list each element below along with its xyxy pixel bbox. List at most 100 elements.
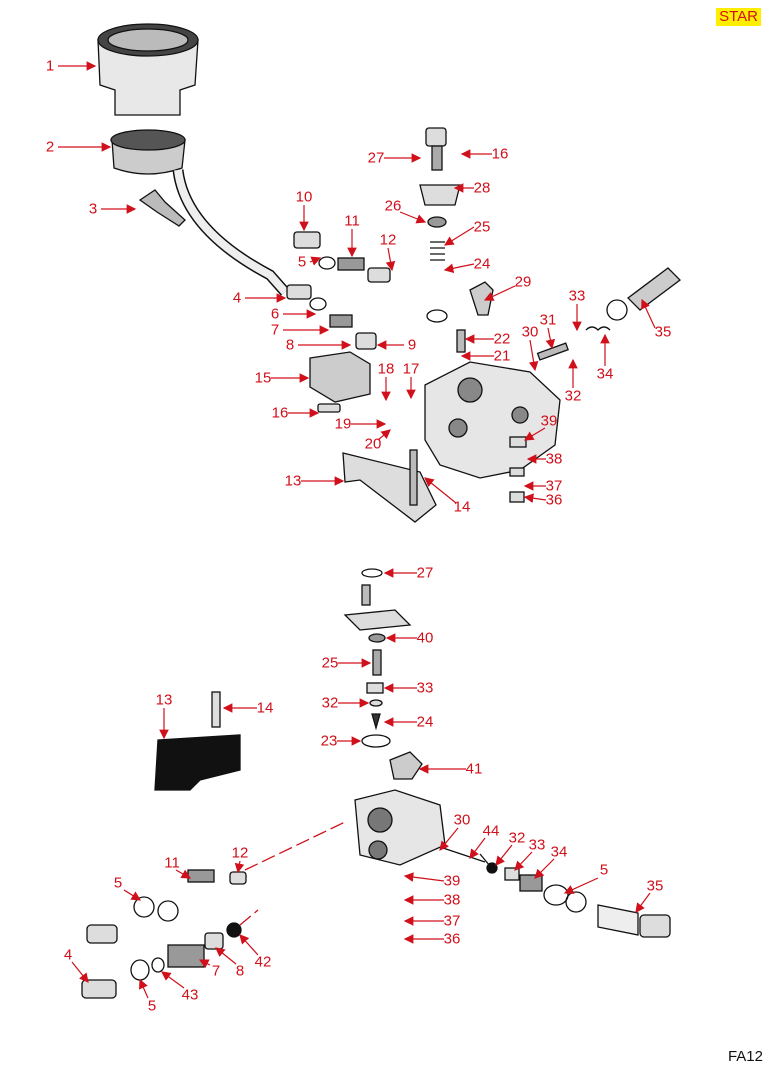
- callout-bottom-10: 30: [453, 811, 471, 829]
- callout-bottom-18: 38: [443, 891, 461, 909]
- leader-arrow: [641, 298, 656, 329]
- callout-bottom-20: 36: [443, 930, 461, 948]
- leader-arrow: [175, 869, 192, 879]
- callout-top-24: 25: [473, 218, 491, 236]
- callout-top-1: 2: [45, 138, 55, 156]
- leader-arrow: [528, 339, 539, 372]
- callout-top-29: 30: [521, 323, 539, 341]
- leader-arrow: [443, 263, 475, 273]
- callout-top-36: 37: [545, 477, 563, 495]
- leader-arrow: [523, 493, 547, 503]
- callout-bottom-3: 33: [416, 679, 434, 697]
- callout-top-31: 32: [564, 387, 582, 405]
- callout-top-26: 27: [367, 149, 385, 167]
- leader-arrow: [424, 477, 457, 504]
- leader-arrow: [495, 844, 513, 866]
- callout-top-5: 6: [270, 305, 280, 323]
- callout-bottom-27: 7: [211, 962, 221, 980]
- callout-top-16: 16: [491, 145, 509, 163]
- callout-top-37: 38: [545, 450, 563, 468]
- callout-top-25: 26: [384, 197, 402, 215]
- leader-arrow: [161, 971, 185, 989]
- callout-top-23: 24: [473, 255, 491, 273]
- callout-bottom-11: 44: [482, 822, 500, 840]
- callout-bottom-12: 32: [508, 829, 526, 847]
- callout-bottom-14: 34: [550, 843, 568, 861]
- callout-top-4: 5: [297, 253, 307, 271]
- callout-top-13: 14: [453, 498, 471, 516]
- leader-arrow: [469, 837, 486, 859]
- callout-top-32: 33: [568, 287, 586, 305]
- callout-bottom-15: 5: [599, 861, 609, 879]
- leader-arrow: [563, 877, 599, 894]
- leader-arrow: [385, 247, 396, 272]
- callout-top-7: 8: [285, 336, 295, 354]
- leader-arrow: [234, 860, 245, 874]
- callout-top-18: 18: [377, 360, 395, 378]
- callout-top-17: 17: [402, 360, 420, 378]
- callout-bottom-22: 11: [164, 854, 180, 872]
- callout-top-35: 36: [545, 491, 563, 509]
- callout-top-11: 12: [379, 231, 397, 249]
- leader-arrow: [399, 211, 427, 224]
- callout-top-38: 39: [540, 412, 558, 430]
- leader-arrow: [443, 226, 475, 246]
- callout-top-9: 10: [295, 188, 313, 206]
- leader-arrow: [545, 327, 556, 350]
- callout-top-21: 21: [493, 347, 511, 365]
- callout-top-8: 9: [407, 336, 417, 354]
- callout-top-6: 7: [270, 321, 280, 339]
- callout-bottom-2: 25: [321, 654, 339, 672]
- callout-bottom-16: 35: [646, 877, 664, 895]
- callout-bottom-13: 33: [528, 836, 546, 854]
- leader-arrow: [71, 961, 89, 983]
- callout-bottom-0: 27: [416, 564, 434, 582]
- callout-top-28: 29: [514, 273, 532, 291]
- callout-bottom-21: 12: [231, 844, 249, 862]
- callout-top-20: 20: [364, 435, 382, 453]
- callout-top-12: 13: [284, 472, 302, 490]
- leader-arrow: [139, 978, 149, 999]
- callout-leaders: [58, 61, 656, 999]
- leader-arrow: [215, 947, 237, 965]
- leader-arrow: [523, 427, 546, 441]
- callout-bottom-28: 8: [235, 962, 245, 980]
- callout-top-33: 34: [596, 365, 614, 383]
- callout-top-3: 4: [232, 289, 242, 307]
- page-code: FA12: [727, 1048, 763, 1065]
- callout-top-22: 22: [493, 330, 511, 348]
- callout-bottom-29: 42: [254, 953, 272, 971]
- leader-arrow: [439, 827, 459, 851]
- part-drawings: [81, 23, 681, 999]
- callout-bottom-25: 5: [147, 997, 157, 1015]
- leader-arrow: [239, 934, 259, 956]
- callout-bottom-5: 24: [416, 713, 434, 731]
- callout-bottom-17: 39: [443, 872, 461, 890]
- callout-bottom-19: 37: [443, 912, 461, 930]
- callout-bottom-1: 40: [416, 629, 434, 647]
- callout-top-2: 3: [88, 200, 98, 218]
- callout-bottom-26: 43: [181, 986, 199, 1004]
- callout-top-0: 1: [45, 57, 55, 75]
- callout-bottom-24: 4: [63, 946, 73, 964]
- leader-arrow: [377, 429, 391, 441]
- leader-arrow: [635, 892, 651, 913]
- leader-arrow: [309, 256, 322, 266]
- brand-badge: STAR: [716, 8, 761, 26]
- leader-arrow: [514, 851, 533, 871]
- leader-arrow: [483, 285, 516, 301]
- leader-arrow: [534, 858, 555, 879]
- callout-bottom-6: 23: [320, 732, 338, 750]
- callout-top-10: 11: [344, 212, 360, 230]
- leader-arrow: [403, 872, 445, 882]
- callout-bottom-23: 5: [113, 874, 123, 892]
- leader-arrow: [123, 889, 142, 901]
- callout-bottom-7: 41: [465, 760, 483, 778]
- callout-bottom-4: 32: [321, 694, 339, 712]
- callout-top-19: 19: [334, 415, 352, 433]
- callout-bottom-9: 14: [256, 699, 274, 717]
- callout-top-27: 28: [473, 179, 491, 197]
- callout-top-14: 15: [254, 369, 272, 387]
- leader-arrow: [198, 959, 211, 969]
